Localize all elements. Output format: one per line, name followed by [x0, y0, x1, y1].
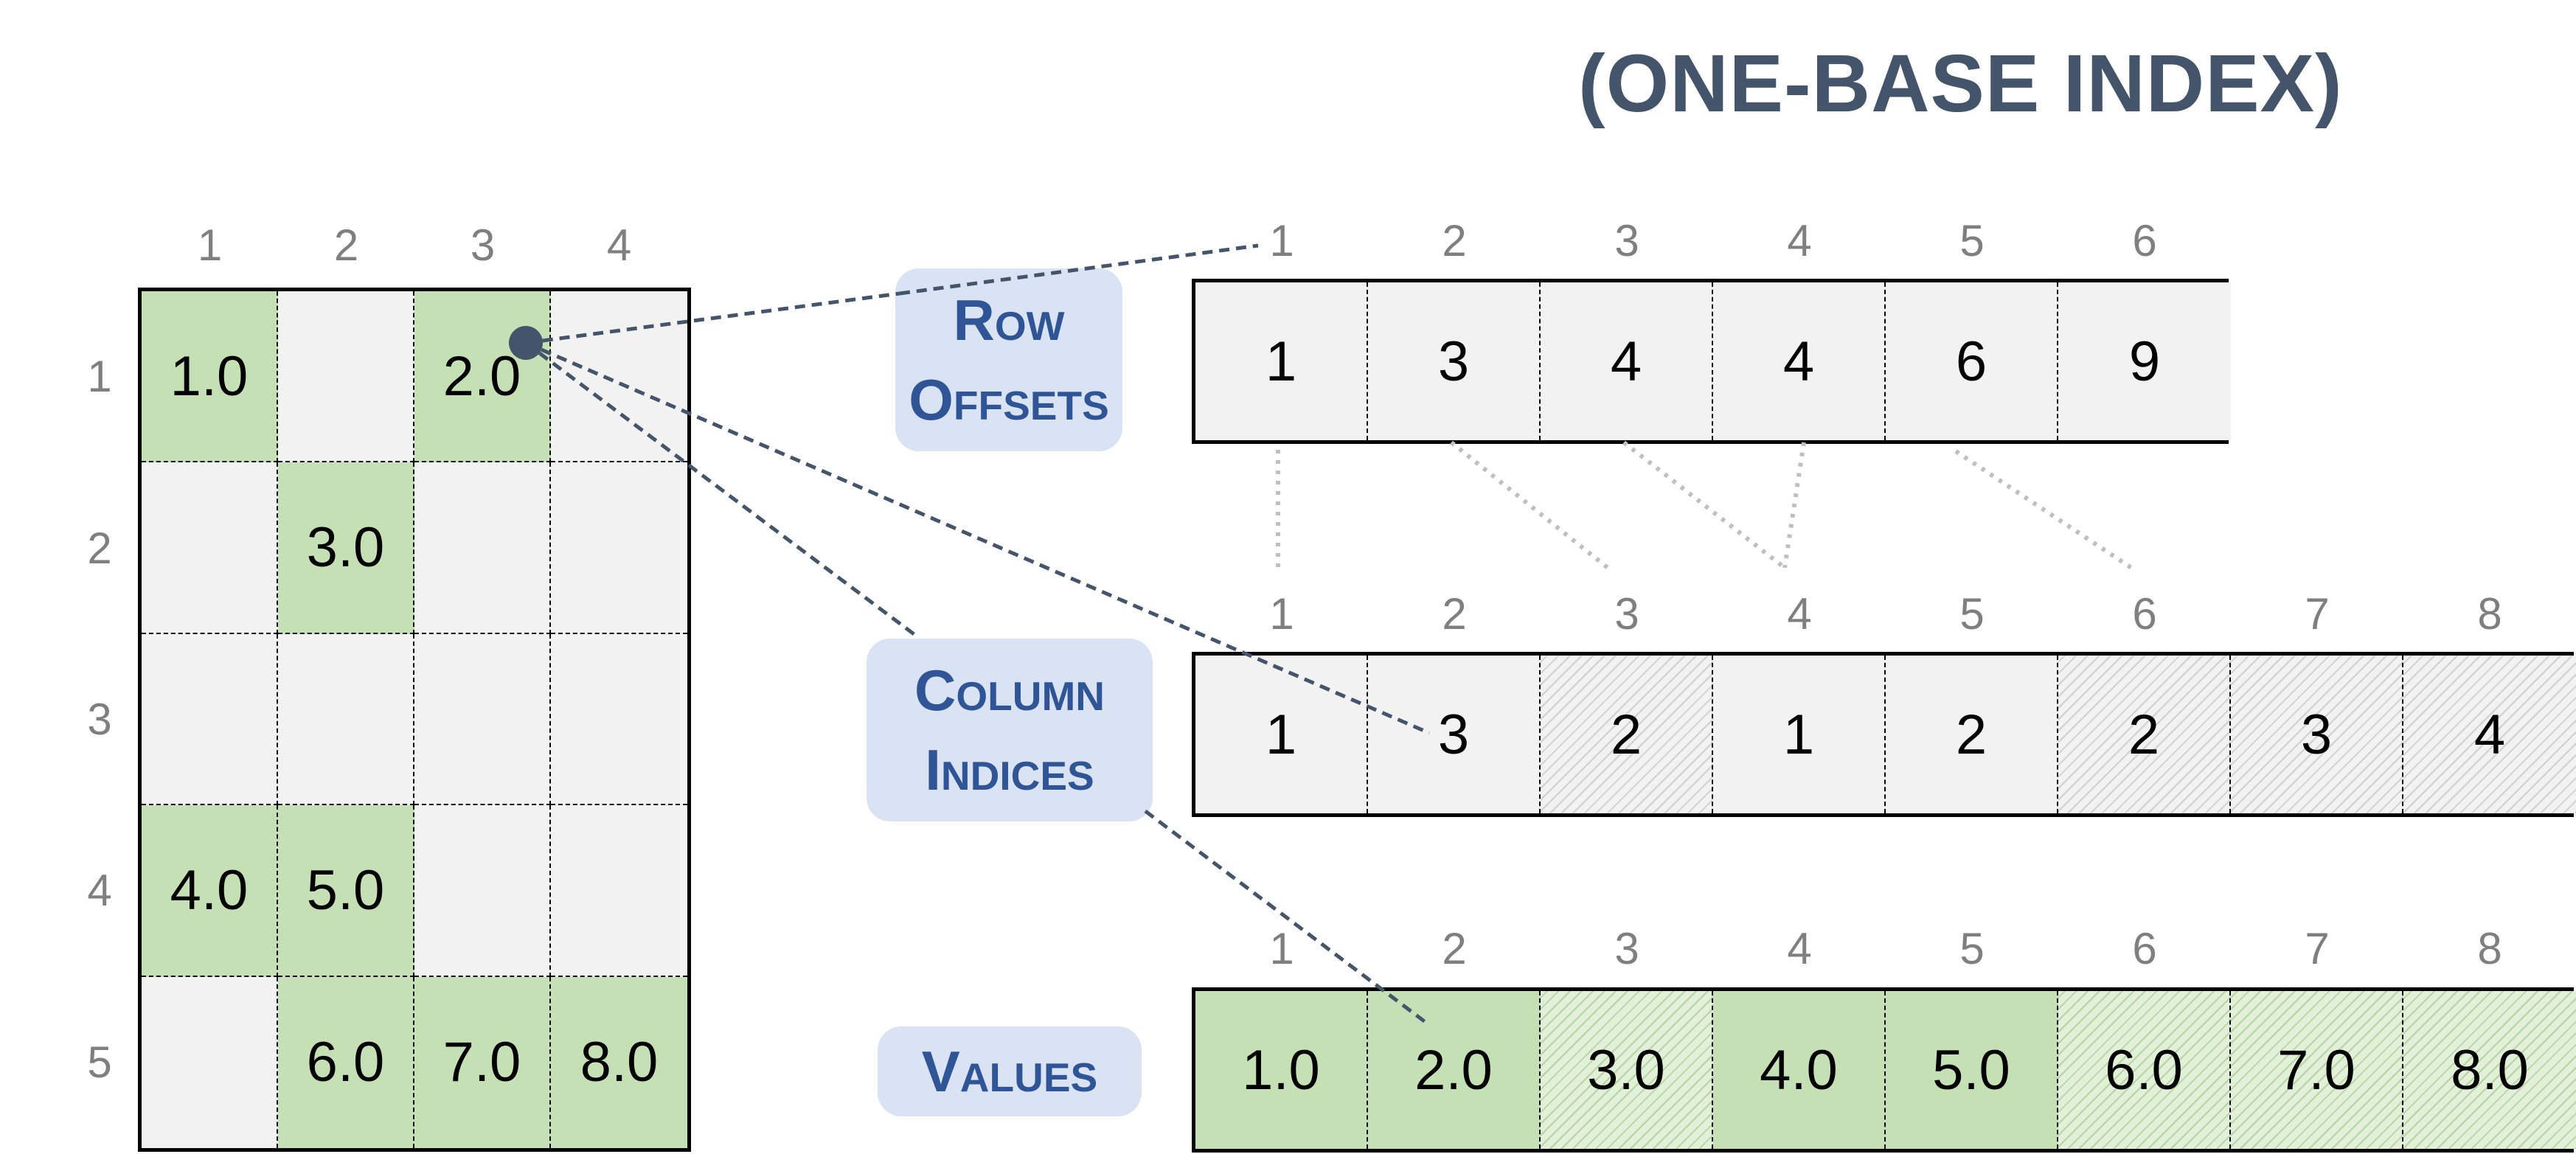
row-offsets-cell: 6 — [1886, 282, 2058, 440]
values-index: 1 — [1269, 924, 1294, 973]
matrix-cell: 6.0 — [278, 976, 414, 1148]
matrix-column-index: 3 — [470, 220, 496, 270]
column-indices-index: 1 — [1269, 589, 1294, 639]
values-cell: 3.0 — [1541, 991, 1713, 1149]
column-indices-index: 8 — [2477, 589, 2502, 639]
matrix-cell — [551, 462, 687, 634]
column-indices-cell: 3 — [2231, 656, 2403, 813]
column-indices-cell: 4 — [2403, 656, 2576, 813]
matrix-cell: 7.0 — [414, 976, 551, 1148]
row-offsets-cell: 1 — [1195, 282, 1368, 440]
row-offsets-label-line1: Row — [953, 288, 1065, 352]
values-cell: 6.0 — [2058, 991, 2231, 1149]
matrix-cell: 4.0 — [142, 805, 278, 977]
values-index: 8 — [2477, 924, 2502, 973]
row-offsets-cell: 4 — [1713, 282, 1886, 440]
matrix-cell — [551, 633, 687, 806]
column-indices-index: 2 — [1442, 589, 1467, 639]
matrix-cell — [142, 462, 278, 634]
column-indices-label: Column Indices — [867, 639, 1153, 821]
matrix-row-index: 2 — [87, 523, 112, 573]
column-indices-cell: 3 — [1368, 656, 1541, 813]
row-offsets-cell: 3 — [1368, 282, 1541, 440]
column-indices-index: 4 — [1787, 589, 1812, 639]
connector-line — [899, 243, 1259, 296]
values-index: 7 — [2305, 924, 2330, 973]
selected-element-marker — [509, 326, 543, 360]
column-indices-cell: 1 — [1713, 656, 1886, 813]
row-offsets-index: 1 — [1269, 216, 1294, 265]
matrix-column-index: 2 — [333, 220, 359, 270]
row-offsets-index: 3 — [1614, 216, 1639, 265]
row-offsets-cell: 9 — [2058, 282, 2231, 440]
matrix-cell — [414, 633, 551, 806]
column-indices-label-line2: Indices — [925, 737, 1094, 802]
matrix-cell — [278, 633, 414, 806]
values-index: 3 — [1614, 924, 1639, 973]
column-indices-cell: 1 — [1195, 656, 1368, 813]
connector-line — [525, 291, 900, 345]
matrix-row-index: 5 — [87, 1037, 112, 1087]
column-indices-cell: 2 — [1541, 656, 1713, 813]
row-offsets-index: 4 — [1787, 216, 1812, 265]
matrix-cell: 2.0 — [414, 291, 551, 463]
column-indices-index: 6 — [2132, 589, 2157, 639]
matrix-cell: 5.0 — [278, 805, 414, 977]
offset-connector — [1450, 440, 1609, 570]
matrix-cell: 8.0 — [551, 976, 687, 1148]
matrix-cell — [142, 976, 278, 1148]
matrix-cell — [414, 462, 551, 634]
matrix-row-index: 3 — [87, 695, 112, 744]
matrix-column-index: 1 — [197, 220, 223, 270]
values-index: 4 — [1787, 924, 1812, 973]
matrix-row-index: 1 — [87, 352, 112, 402]
row-offsets-label: Row Offsets — [895, 268, 1122, 451]
matrix-cell — [278, 291, 414, 463]
column-indices-cell: 2 — [1886, 656, 2058, 813]
values-label: Values — [878, 1026, 1142, 1116]
column-indices-label-line1: Column — [914, 658, 1105, 723]
row-offsets-index: 5 — [1959, 216, 1985, 265]
row-offsets-index: 6 — [2132, 216, 2157, 265]
column-indices-index: 3 — [1614, 589, 1639, 639]
row-offsets-label-line2: Offsets — [909, 367, 1109, 432]
values-cell: 7.0 — [2231, 991, 2403, 1149]
values-cell: 1.0 — [1195, 991, 1368, 1149]
values-index: 5 — [1959, 924, 1985, 973]
values-cell: 8.0 — [2403, 991, 2576, 1149]
matrix-cell — [414, 805, 551, 977]
values-index: 2 — [1442, 924, 1467, 973]
matrix-cell — [551, 805, 687, 977]
matrix-row-index: 4 — [87, 866, 112, 916]
connector-line — [1144, 810, 1431, 1026]
offset-connector — [1954, 449, 2133, 570]
values-label-text: Values — [921, 1039, 1098, 1104]
matrix-cell: 3.0 — [278, 462, 414, 634]
values-cell: 2.0 — [1368, 991, 1541, 1149]
values-cell: 5.0 — [1886, 991, 2058, 1149]
values-cell: 4.0 — [1713, 991, 1886, 1149]
matrix-cell — [142, 633, 278, 806]
column-indices-cell: 2 — [2058, 656, 2231, 813]
row-offsets-index: 2 — [1442, 216, 1467, 265]
offset-connector — [1622, 440, 1786, 570]
matrix-column-index: 4 — [606, 220, 632, 270]
row-offsets-cell: 4 — [1541, 282, 1713, 440]
column-indices-index: 5 — [1959, 589, 1985, 639]
offset-connector — [1782, 442, 1806, 569]
column-indices-index: 7 — [2305, 589, 2330, 639]
values-index: 6 — [2132, 924, 2157, 973]
matrix-cell: 1.0 — [142, 291, 278, 463]
connector-line — [525, 341, 1430, 735]
connector-line — [524, 341, 920, 639]
